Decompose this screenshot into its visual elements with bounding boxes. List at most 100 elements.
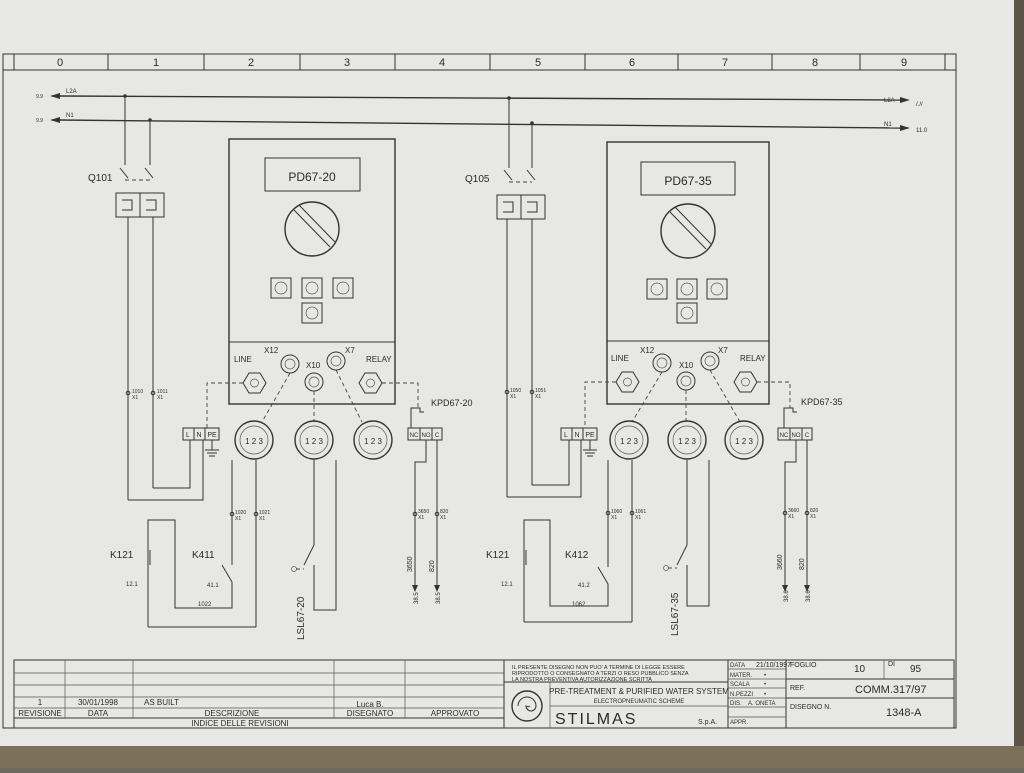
svg-text:REF.: REF.: [790, 685, 805, 692]
col-label: 9: [901, 57, 907, 69]
panel-button: [676, 278, 698, 300]
svg-text:PE: PE: [207, 432, 217, 439]
svg-text:1011: 1011: [157, 389, 168, 395]
level-switch: [676, 544, 688, 566]
company-name: STILMAS: [555, 711, 637, 728]
svg-text:REVISIONE: REVISIONE: [18, 709, 62, 718]
column-labels: 0 1 2 3 4 5 6 7 8 9: [57, 57, 907, 69]
svg-text:INDICE DELLE REVISIONI: INDICE DELLE REVISIONI: [191, 719, 288, 728]
col-label: 6: [629, 57, 635, 69]
panel-button: [301, 277, 323, 299]
svg-text:A. ONETA: A. ONETA: [748, 701, 776, 707]
stilmas-logo-icon: [511, 690, 543, 722]
table-bottom: [0, 746, 1024, 768]
col-label: 3: [344, 57, 350, 69]
col-label: 8: [812, 57, 818, 69]
svg-text:DATA: DATA: [88, 709, 109, 718]
bus-label: L2A: [884, 98, 895, 104]
level-switch-label: LSL67-20: [296, 596, 307, 640]
level-switch-label: LSL67-35: [670, 592, 681, 636]
col-label: 7: [722, 57, 728, 69]
svg-text:820: 820: [429, 560, 436, 572]
arrow-icon: [434, 585, 440, 592]
bus-ref: 11.0: [916, 128, 928, 134]
svg-text:APPROVATO: APPROVATO: [431, 709, 479, 718]
col-label: 2: [248, 57, 254, 69]
svg-text:1062: 1062: [572, 602, 586, 608]
svg-text:X10: X10: [679, 361, 694, 370]
revisions-table: 1 30/01/1998 AS BUILT Luca B. REVISIONE …: [13, 659, 505, 729]
project-title: PRE-TREATMENT & PURIFIED WATER SYSTEM: [549, 687, 729, 696]
bus-l2a: [59, 95, 901, 101]
commission-ref: COMM.317/97: [855, 684, 927, 696]
svg-text:1 2 3: 1 2 3: [620, 437, 638, 446]
svg-text:K121: K121: [110, 550, 134, 561]
revision-number: 1: [38, 698, 43, 707]
power-buses: 9.9 L2A 9.9 N1 L2A /.// N1 11.0: [36, 89, 928, 134]
svg-text:N: N: [196, 432, 201, 439]
svg-text:DESCRIZIONE: DESCRIZIONE: [205, 709, 260, 718]
svg-text:820: 820: [810, 508, 819, 514]
col-label: 5: [535, 57, 541, 69]
svg-text:N: N: [574, 432, 579, 439]
display-label: PD67-20: [288, 170, 336, 184]
svg-text:38.5: 38.5: [436, 592, 442, 604]
svg-text:DI: DI: [888, 661, 895, 668]
arrow-icon: [50, 93, 60, 99]
svg-text:X1: X1: [259, 516, 265, 522]
relay-label: KPD67-35: [801, 397, 843, 407]
svg-text:X1: X1: [535, 394, 541, 400]
arrow-icon: [900, 97, 910, 103]
scheme-title: ELECTROPNEUMATIC SCHEME: [594, 699, 685, 705]
svg-text:L: L: [186, 432, 190, 439]
bus-label: N1: [66, 113, 74, 119]
bus-ref: /.//: [916, 102, 923, 108]
svg-text:MATER.: MATER.: [730, 673, 753, 679]
svg-text:1061: 1061: [635, 509, 646, 515]
svg-text:SCALA: SCALA: [730, 682, 750, 688]
contact-k412: [597, 566, 609, 585]
svg-text:N.PEZZI: N.PEZZI: [730, 692, 753, 698]
panel-button: [676, 302, 698, 324]
svg-text:1020: 1020: [235, 510, 246, 516]
svg-text:X1: X1: [788, 514, 794, 520]
revision-date: 30/01/1998: [78, 698, 119, 707]
controller-pd67-35: [606, 141, 770, 405]
svg-text:38.6: 38.6: [784, 590, 790, 602]
contact-k411: [221, 564, 233, 583]
svg-text:1022: 1022: [198, 602, 212, 608]
svg-text:X7: X7: [345, 346, 355, 355]
column-dividers: [107, 54, 861, 70]
panel-button: [706, 278, 728, 300]
connector-plug: [234, 420, 274, 460]
connector-plug: [353, 420, 393, 460]
svg-text:1 2 3: 1 2 3: [364, 437, 382, 446]
svg-text:41.1: 41.1: [207, 583, 219, 589]
sheet-number: 10: [854, 664, 866, 675]
svg-text:NC: NC: [410, 433, 419, 439]
bus-n1: [59, 119, 901, 129]
connector-plug: [724, 420, 764, 460]
arrow-icon: [782, 585, 788, 592]
svg-text:1051: 1051: [535, 388, 546, 394]
arrow-icon: [900, 125, 910, 131]
svg-text:X12: X12: [264, 346, 279, 355]
svg-text:K121: K121: [486, 550, 510, 561]
bus-label: N1: [884, 122, 892, 128]
panel-button: [270, 277, 292, 299]
svg-text:3660: 3660: [788, 508, 799, 514]
left-unit: Q101 1010 X1 1011 X1 PD67-20 LINE RELAY …: [88, 94, 473, 640]
svg-text:1060: 1060: [611, 509, 622, 515]
svg-text:1 2 3: 1 2 3: [305, 437, 323, 446]
arrow-icon: [50, 117, 60, 123]
svg-text:FOGLIO: FOGLIO: [790, 662, 817, 669]
svg-text:1 2 3: 1 2 3: [245, 437, 263, 446]
svg-text:NO: NO: [792, 433, 801, 439]
svg-text:•: •: [764, 692, 766, 698]
controller-display: [640, 161, 736, 196]
revision-drawn-by: Luca B.: [356, 700, 383, 709]
breaker-label: Q105: [465, 174, 490, 185]
col-label: 4: [439, 57, 445, 69]
svg-text:RELAY: RELAY: [366, 355, 392, 364]
sheet-date: 21/10/1997: [756, 662, 791, 669]
